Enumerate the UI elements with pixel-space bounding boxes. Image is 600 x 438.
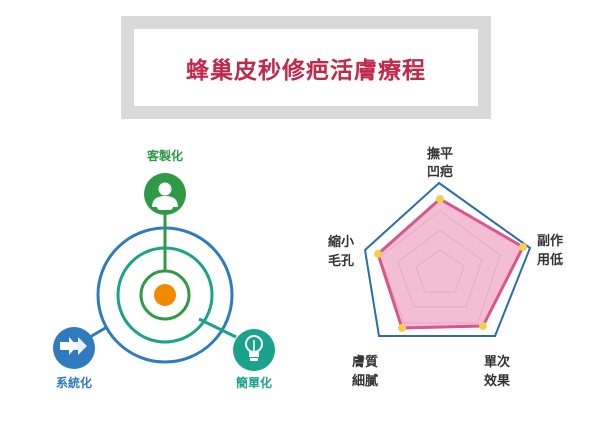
person-icon — [144, 173, 186, 215]
center-dot — [154, 284, 176, 306]
concentric-diagram: 客製化 簡單化 系統化 — [53, 148, 275, 390]
radar-point — [374, 250, 382, 258]
radar-label-pores-line2: 毛孔 — [328, 253, 354, 269]
radar-label-skin-line1: 膚質 — [352, 354, 378, 370]
radar-point — [398, 324, 406, 332]
radar-label-single-effect-line2: 效果 — [484, 373, 510, 389]
feature-label-simple: 簡單化 — [236, 375, 272, 390]
radar-label-side-effect-line1: 副作 — [537, 233, 563, 249]
radar-label-side-effect-line2: 用低 — [536, 252, 563, 268]
radar-label-scar-line1: 撫平 — [427, 146, 453, 162]
radar-label-skin-line2: 細膩 — [352, 373, 378, 389]
page-title: 蜂巢皮秒修疤活膚療程 — [186, 57, 426, 84]
feature-label-system: 系統化 — [56, 375, 92, 390]
connector-simple — [198, 317, 237, 339]
arrows-icon — [53, 327, 95, 369]
title-frame: 蜂巢皮秒修疤活膚療程 — [121, 16, 491, 119]
radar-data-area — [376, 197, 525, 330]
radar-label-scar-line2: 凹疤 — [427, 164, 453, 180]
connector-system — [89, 325, 108, 339]
radar-label-pores-line1: 縮小 — [328, 234, 354, 250]
radar-chart: 撫平 凹疤 副作 用低 單次 效果 膚質 細膩 縮小 毛孔 — [328, 146, 563, 389]
radar-label-single-effect-line1: 單次 — [484, 354, 510, 370]
radar-point — [519, 243, 527, 251]
radar-point — [479, 322, 487, 330]
title-box: 蜂巢皮秒修疤活膚療程 — [134, 29, 478, 106]
feature-label-custom: 客製化 — [146, 148, 183, 163]
radar-point — [436, 195, 444, 203]
lightbulb-icon — [233, 329, 275, 371]
